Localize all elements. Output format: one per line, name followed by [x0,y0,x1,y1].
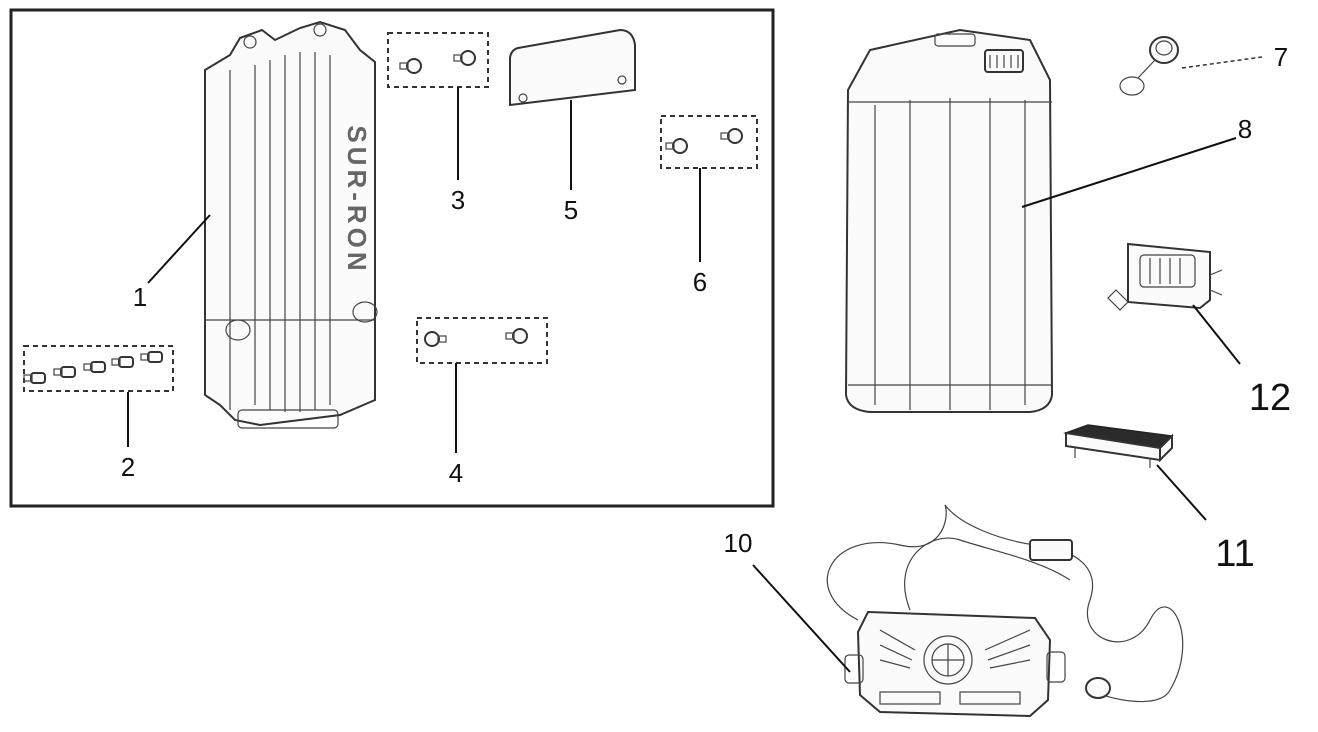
battery-pack [844,28,1054,413]
cover-plate [509,28,636,107]
callout-2: 2 [121,452,135,482]
housing-brand-mark: SUR-RON [342,125,372,274]
charger-with-cables [826,504,1184,718]
leader-line-1 [147,214,211,284]
screw-set-box-2 [23,345,174,392]
screw-set-box-4 [416,317,548,364]
cap-with-strap [1119,36,1179,96]
callout-11: 11 [1215,533,1254,575]
callout-3: 3 [451,185,465,215]
leader-line-7 [1181,56,1263,69]
callout-4: 4 [449,458,463,488]
screw-set-box-3 [387,32,489,88]
leader-line-10 [752,564,851,673]
leader-line-12 [1192,304,1241,365]
callout-8: 8 [1238,114,1252,144]
screw-set-3 [399,50,476,74]
leader-line-11 [1156,464,1207,521]
callout-7: 7 [1274,42,1288,72]
parts-group-frame [9,8,775,508]
callout-1: 1 [133,282,147,312]
callout-6: 6 [693,267,707,297]
screw-set-box-6 [660,115,758,169]
callout-10: 10 [724,528,753,558]
leader-line-8 [1021,137,1237,208]
control-module [1107,242,1223,311]
screw-set-2 [23,351,163,384]
callout-12: 12 [1249,377,1291,419]
screw-set-4 [424,328,528,347]
controller-housing: SUR-RON [204,20,378,429]
pad-block [1063,424,1174,468]
screw-set-6 [665,128,743,154]
callout-5: 5 [564,195,578,225]
